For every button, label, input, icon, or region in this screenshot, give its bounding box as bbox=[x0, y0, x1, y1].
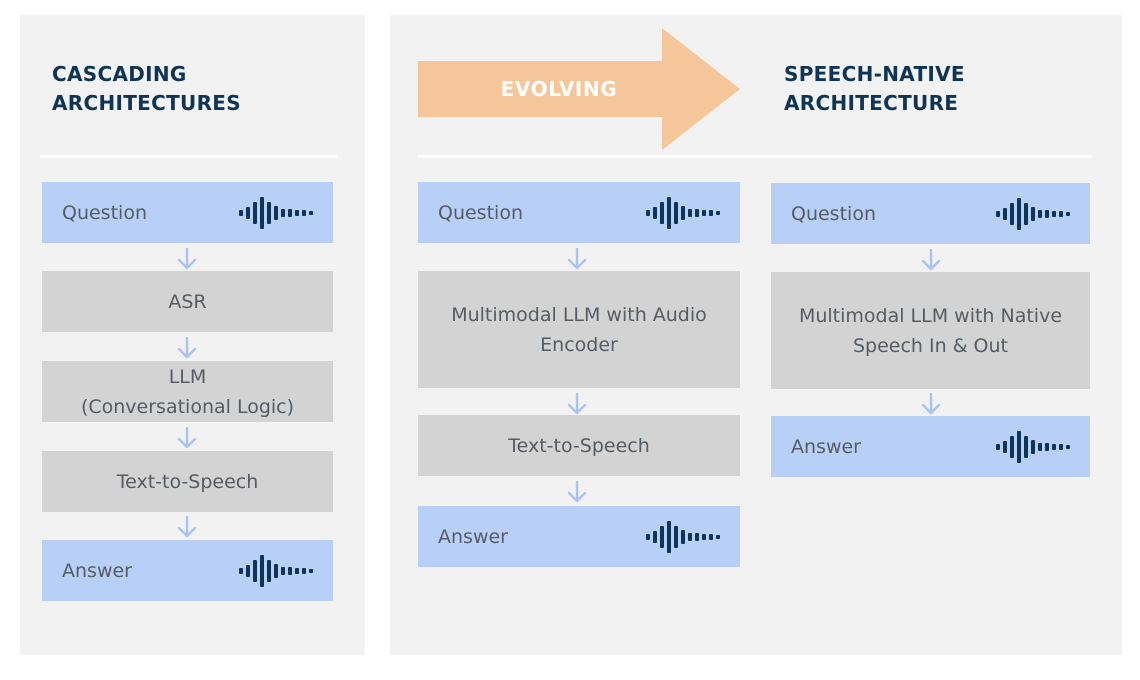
evolving-divider bbox=[418, 155, 1092, 158]
encoder-answer-step: Answer bbox=[418, 506, 740, 567]
audio-waveform-icon bbox=[996, 196, 1070, 232]
encoder-mllm-line2: Encoder bbox=[540, 333, 618, 356]
native-question-step: Question bbox=[771, 183, 1090, 244]
native-answer-step: Answer bbox=[771, 416, 1090, 477]
arrow-down-icon bbox=[176, 427, 198, 449]
encoder-answer-label: Answer bbox=[438, 525, 508, 548]
audio-waveform-icon bbox=[646, 519, 720, 555]
cascading-answer-label: Answer bbox=[62, 559, 132, 582]
cascading-title: CASCADING ARCHITECTURES bbox=[52, 60, 241, 118]
audio-waveform-icon bbox=[239, 553, 313, 589]
encoder-question-step: Question bbox=[418, 182, 740, 243]
arrow-down-icon bbox=[176, 337, 198, 359]
arrow-down-icon bbox=[920, 249, 942, 271]
speech-native-title: SPEECH-NATIVE ARCHITECTURE bbox=[784, 60, 965, 118]
arrow-down-icon bbox=[566, 481, 588, 503]
audio-waveform-icon bbox=[239, 195, 313, 231]
encoder-tts-label: Text-to-Speech bbox=[508, 434, 650, 457]
cascading-title-line1: CASCADING bbox=[52, 62, 187, 86]
cascading-llm-step: LLM (Conversational Logic) bbox=[42, 361, 333, 422]
cascading-llm-line2: (Conversational Logic) bbox=[80, 395, 295, 418]
cascading-tts-step: Text-to-Speech bbox=[42, 451, 333, 512]
encoder-question-label: Question bbox=[438, 201, 523, 224]
native-mllm-step: Multimodal LLM with Native Speech In & O… bbox=[771, 272, 1090, 389]
arrow-down-icon bbox=[566, 248, 588, 270]
arrow-down-icon bbox=[176, 248, 198, 270]
arrow-down-icon bbox=[566, 393, 588, 415]
evolving-label: EVOLVING bbox=[500, 77, 618, 101]
encoder-mllm-line1: Multimodal LLM with Audio bbox=[451, 303, 707, 326]
encoder-mllm-step: Multimodal LLM with Audio Encoder bbox=[418, 271, 740, 388]
arrow-down-icon bbox=[176, 516, 198, 538]
cascading-title-line2: ARCHITECTURES bbox=[52, 91, 241, 115]
encoder-mllm-label: Multimodal LLM with Audio Encoder bbox=[451, 300, 707, 360]
cascading-question-step: Question bbox=[42, 182, 333, 243]
native-mllm-line1: Multimodal LLM with Native bbox=[798, 304, 1063, 327]
arrow-down-icon bbox=[920, 393, 942, 415]
native-answer-label: Answer bbox=[791, 435, 861, 458]
cascading-question-label: Question bbox=[62, 201, 147, 224]
audio-waveform-icon bbox=[996, 429, 1070, 465]
cascading-asr-step: ASR bbox=[42, 271, 333, 332]
cascading-answer-step: Answer bbox=[42, 540, 333, 601]
native-mllm-line2: Speech In & Out bbox=[852, 334, 1008, 357]
cascading-tts-label: Text-to-Speech bbox=[116, 470, 259, 493]
speech-native-title-line1: SPEECH-NATIVE bbox=[784, 62, 965, 86]
cascading-llm-line1: LLM bbox=[168, 365, 207, 388]
audio-waveform-icon bbox=[646, 195, 720, 231]
native-mllm-label: Multimodal LLM with Native Speech In & O… bbox=[799, 301, 1062, 361]
cascading-divider bbox=[40, 155, 338, 158]
speech-native-title-line2: ARCHITECTURE bbox=[784, 91, 959, 115]
cascading-llm-label: LLM (Conversational Logic) bbox=[81, 362, 294, 422]
cascading-asr-label: ASR bbox=[168, 290, 207, 313]
encoder-tts-step: Text-to-Speech bbox=[418, 415, 740, 476]
evolving-arrow bbox=[418, 28, 740, 150]
native-question-label: Question bbox=[791, 202, 876, 225]
